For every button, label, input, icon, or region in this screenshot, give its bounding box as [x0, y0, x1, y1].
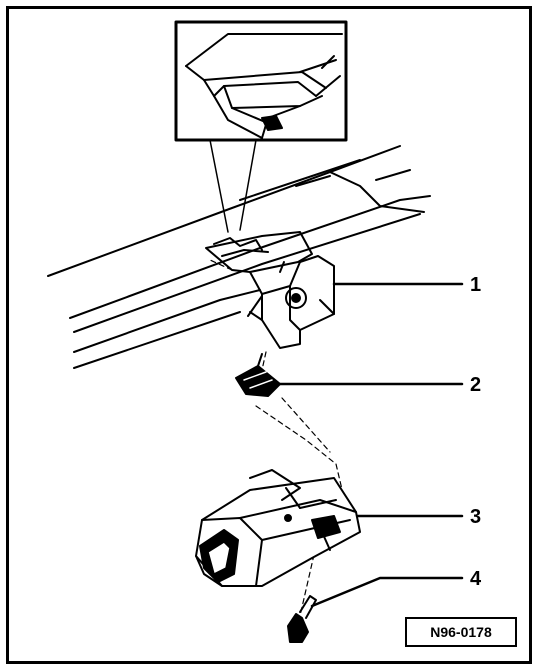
bolt — [287, 595, 317, 643]
mounting-bracket — [205, 231, 335, 349]
control-module — [195, 469, 361, 587]
inset-leader-right — [239, 139, 257, 231]
retaining-nut — [235, 353, 281, 397]
callout-4: 4 — [470, 568, 482, 590]
figure-reference-code: N96-0178 — [405, 617, 517, 647]
callout-leaders — [278, 282, 464, 608]
callout-2: 2 — [470, 374, 482, 396]
callout-3: 3 — [470, 506, 482, 528]
callout-1: 1 — [470, 274, 482, 296]
body-cross-member — [47, 145, 431, 369]
inset-leader-left — [209, 139, 229, 233]
detail-inset — [174, 20, 348, 142]
